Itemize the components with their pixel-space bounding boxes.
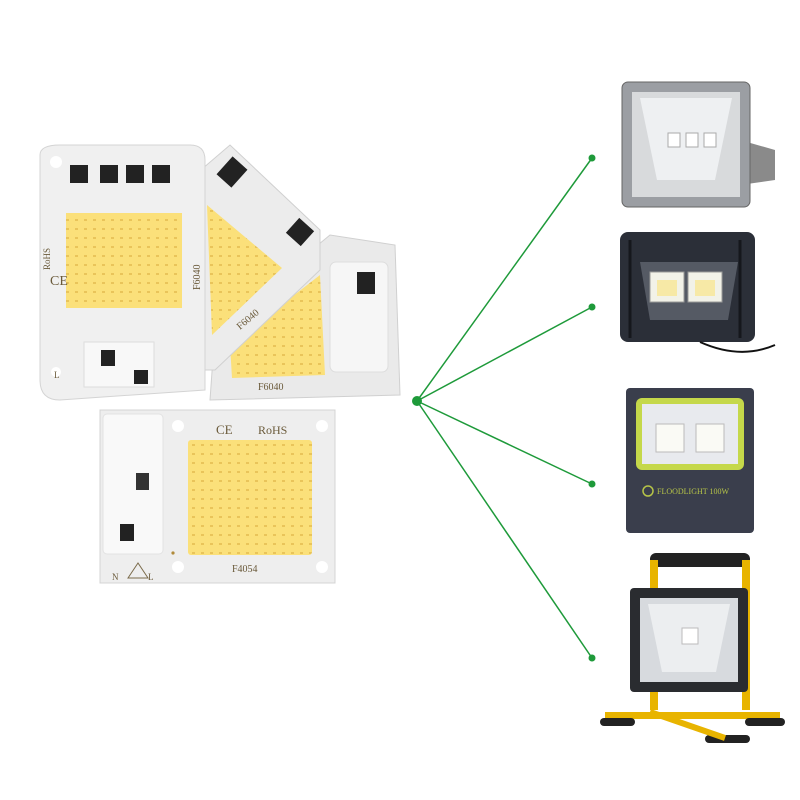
ce-mark: CE <box>216 422 233 437</box>
lamp-label: FLOODLIGHT 100W <box>657 487 730 496</box>
floodlight-2 <box>620 232 776 353</box>
cob-chip-a: CE RoHS L <box>39 144 206 401</box>
connector-line <box>416 400 593 659</box>
end-dot <box>588 154 596 162</box>
chip-b-model-label: F6040 <box>192 264 203 290</box>
cob-chip-d: CE RoHS F4054 N L <box>99 409 336 584</box>
pin-l: L <box>148 572 154 582</box>
pin-n: N <box>112 572 119 582</box>
cob-chip-b <box>189 144 321 371</box>
hub-dot <box>412 396 422 406</box>
model-label: F6040 <box>258 382 284 393</box>
rohs-mark: RoHS <box>42 248 52 270</box>
floodlight-4 <box>600 553 785 743</box>
floodlight-1 <box>621 81 775 208</box>
pin-l: L <box>54 370 60 380</box>
connector-line <box>416 306 593 402</box>
floodlight-3: FLOODLIGHT 100W <box>626 388 754 533</box>
connector-lines <box>412 154 596 662</box>
model-label: F4054 <box>232 564 258 575</box>
ce-mark: CE <box>50 274 68 289</box>
end-dot <box>588 303 596 311</box>
end-dot <box>588 480 596 488</box>
connector-line <box>416 157 593 402</box>
cob-chip-c: F6040 <box>209 234 401 401</box>
connector-line <box>416 400 593 485</box>
rohs-mark: RoHS <box>258 423 287 437</box>
end-dot <box>588 654 596 662</box>
